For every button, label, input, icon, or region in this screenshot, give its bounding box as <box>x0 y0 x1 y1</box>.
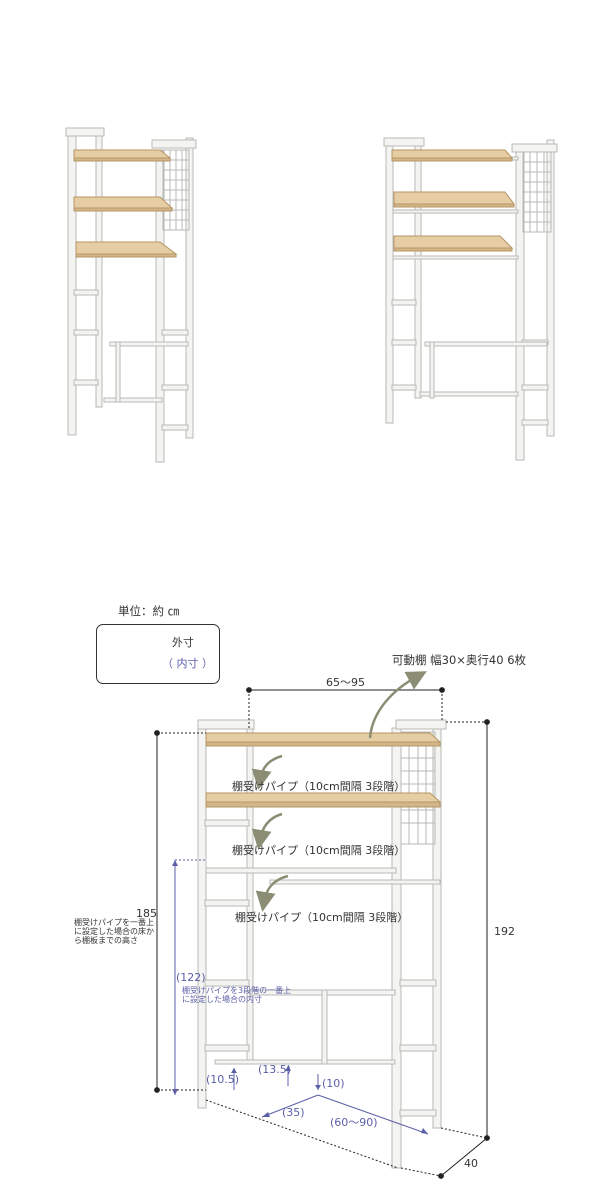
rack-photo-wide-shelves <box>391 149 515 252</box>
pipe-label-2: 棚受けパイプ（10cm間隔 3段階） <box>232 844 406 857</box>
inner-122-note: 棚受けパイプを3段階の一番上に設定した場合の内寸 <box>182 986 292 1005</box>
inner-122-label: (122) <box>176 971 206 984</box>
legend-box <box>96 624 220 684</box>
legend-inner-label: （ 内寸 ） <box>162 657 213 670</box>
dim-35-label: (35) <box>282 1106 305 1119</box>
dim-10-5-label: (10.5) <box>206 1073 240 1086</box>
height-192-label: 192 <box>494 925 515 938</box>
depth-40-label: 40 <box>464 1157 478 1170</box>
shelf-spec-label: 可動棚 幅30×奥行40 6枚 <box>392 653 527 667</box>
dim-60-90-label: (60〜90) <box>330 1116 378 1129</box>
outer-dimension-lines <box>154 687 490 1179</box>
rack-photo-wide <box>383 137 558 461</box>
inner-dimension-lines <box>172 859 429 1135</box>
rack-photo-narrow <box>65 127 197 463</box>
dimension-rack-shelves <box>205 732 442 808</box>
legend-outer-label: 外寸 <box>172 636 194 649</box>
pipe-label-3: 棚受けパイプ（10cm間隔 3段階） <box>235 911 409 924</box>
pipe-label-1: 棚受けパイプ（10cm間隔 3段階） <box>232 780 406 793</box>
dim-10-label: (10) <box>322 1077 345 1090</box>
rack-photo-narrow-shelves <box>73 149 178 258</box>
height-185-label: 185 <box>136 907 157 920</box>
units-label: 単位：約 ㎝ <box>118 604 180 618</box>
height-185-note: 棚受けパイプを一番上に設定した場合の床から棚板までの高さ <box>74 918 154 946</box>
callout-arrows <box>251 671 427 912</box>
dimension-rack <box>197 719 447 1169</box>
width-range-label: 65〜95 <box>326 676 365 689</box>
dim-13-5-label: (13.5) <box>258 1063 292 1076</box>
